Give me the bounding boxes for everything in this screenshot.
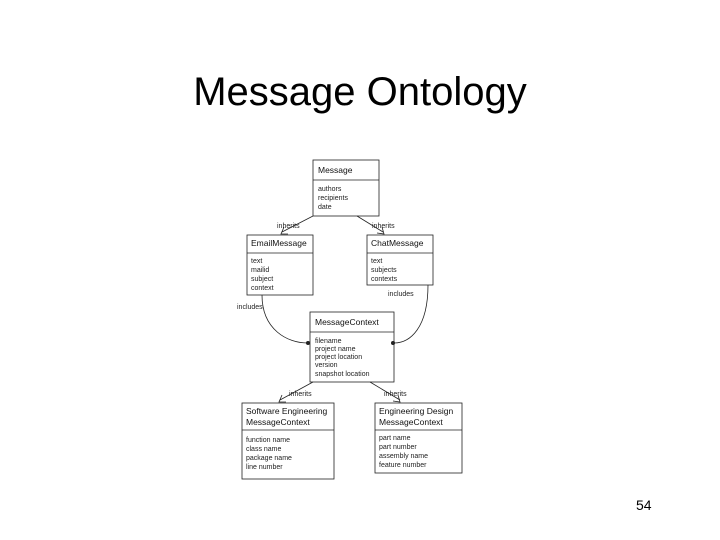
class-attribute: version (315, 362, 338, 369)
class-attribute: context (251, 285, 274, 292)
class-attribute: mailid (251, 267, 269, 274)
inherits-label: inherits (384, 391, 407, 398)
class-name: ChatMessage (371, 238, 424, 248)
edge-includes-chat-context (391, 284, 429, 345)
class-attribute: class name (246, 446, 282, 453)
includes-label: includes (388, 291, 414, 298)
inherits-label: inherits (372, 223, 395, 230)
class-name: MessageContext (246, 417, 310, 427)
inherits-label: inherits (289, 391, 312, 398)
class-attribute: part name (379, 435, 411, 442)
class-attribute: part number (379, 444, 417, 451)
class-attribute: project location (315, 354, 362, 361)
slide-title: Message Ontology (193, 70, 527, 114)
class-attribute: subject (251, 276, 273, 283)
class-attribute: line number (246, 464, 283, 471)
class-attribute: feature number (379, 462, 427, 469)
class-attribute: text (251, 258, 262, 265)
edge-inherits-context-software (278, 381, 314, 403)
class-name: Message (318, 165, 353, 175)
edge-includes-email-context (261, 294, 310, 345)
class-attribute: recipients (318, 195, 348, 202)
class-attribute: authors (318, 186, 342, 193)
class-attribute: date (318, 204, 332, 211)
inherits-label: inherits (277, 223, 300, 230)
class-attribute: text (371, 258, 382, 265)
class-attribute: package name (246, 455, 292, 462)
edge-inherits-message-email (280, 215, 314, 235)
class-name: Software Engineering (246, 406, 328, 416)
page-number: 54 (636, 497, 652, 513)
class-attribute: assembly name (379, 453, 428, 460)
class-name: EmailMessage (251, 238, 307, 248)
class-message-context: MessageContext filename project name pro… (309, 311, 395, 383)
edge-inherits-message-chat (356, 215, 385, 235)
edge-inherits-context-design (369, 381, 401, 403)
class-name: MessageContext (315, 317, 379, 327)
class-message: Message authors recipients date (312, 159, 380, 217)
class-engineering-design-message-context: Engineering Design MessageContext part n… (374, 402, 463, 474)
class-attribute: filename (315, 338, 342, 345)
class-chat-message: ChatMessage text subjects contexts (366, 234, 434, 286)
class-name: Engineering Design (379, 406, 453, 416)
class-attribute: subjects (371, 267, 397, 274)
class-software-engineering-message-context: Software Engineering MessageContext func… (241, 402, 335, 480)
class-attribute: contexts (371, 276, 398, 283)
class-attribute: function name (246, 437, 290, 444)
class-name: MessageContext (379, 417, 443, 427)
class-attribute: project name (315, 346, 356, 353)
includes-label: includes (237, 304, 263, 311)
class-email-message: EmailMessage text mailid subject context (246, 234, 314, 296)
class-attribute: snapshot location (315, 371, 370, 378)
